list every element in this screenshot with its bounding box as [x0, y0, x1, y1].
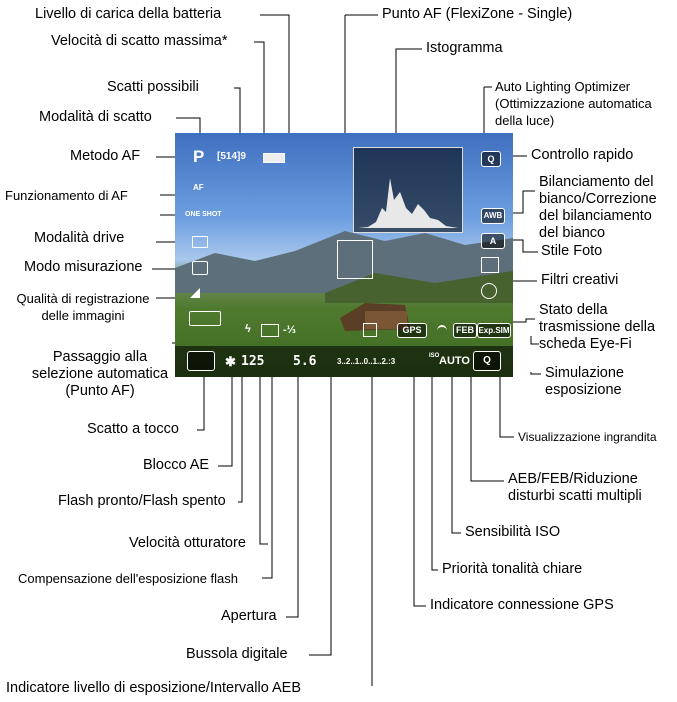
label-wb-line1: Bilanciamento del	[539, 174, 654, 190]
histogram-graph	[358, 178, 458, 228]
label-picture-style: Stile Foto	[541, 243, 603, 259]
label-af-method: Metodo AF	[70, 148, 141, 164]
shutter-speed-value: 125	[241, 354, 265, 369]
gps-indicator: GPS	[397, 323, 427, 338]
af-operation-indicator: ONE SHOT	[185, 211, 222, 218]
touch-shutter-button[interactable]	[187, 351, 215, 371]
label-touch-shutter: Scatto a tocco	[87, 421, 179, 437]
label-flash-comp: Compensazione dell'esposizione flash	[18, 571, 239, 586]
label-eyefi-line3: scheda Eye-Fi	[539, 336, 632, 352]
label-flash-ready: Flash pronto/Flash spento	[58, 493, 226, 509]
label-exposure-level: Indicatore livello di esposizione/Interv…	[6, 680, 301, 696]
label-af-switch: Passaggio alla selezione automatica (Pun…	[20, 349, 180, 400]
label-exp-sim-line2: esposizione	[545, 382, 622, 398]
label-white-balance: Bilanciamento del bianco/Correzione del …	[539, 174, 657, 242]
label-creative-filters: Filtri creativi	[541, 272, 619, 288]
af-auto-switch-icon[interactable]	[189, 311, 221, 326]
label-exposure-sim: Simulazione esposizione	[545, 365, 624, 399]
battery-icon	[263, 153, 285, 163]
label-af-switch-line2: selezione automatica	[31, 366, 169, 382]
label-exp-sim-line1: Simulazione	[545, 365, 624, 381]
label-metering: Modo misurazione	[24, 259, 143, 275]
ae-lock-indicator: ✱	[225, 354, 236, 369]
label-shutter-speed: Velocità otturatore	[129, 535, 246, 551]
label-eyefi-line1: Stato della	[539, 302, 608, 318]
label-zoom-view: Visualizzazione ingrandita	[518, 430, 657, 444]
eyefi-status-icon	[437, 325, 447, 337]
label-aeb: AEB/FEB/Riduzione disturbi scatti multip…	[508, 471, 642, 505]
exposure-level-scale: 3..2..1..0..1..2.:3	[337, 357, 396, 366]
label-af-switch-line1: Passaggio alla	[52, 349, 148, 365]
label-ae-lock: Blocco AE	[143, 457, 210, 473]
label-quality-line1: Qualità di registrazione	[16, 291, 150, 306]
flash-ready-icon: ϟ	[245, 323, 251, 335]
shooting-mode-indicator: P	[193, 147, 205, 166]
image-quality-icon	[190, 288, 200, 298]
bottom-bar	[175, 346, 513, 377]
picture-style-indicator[interactable]: A	[481, 233, 505, 249]
label-af-switch-line3: (Punto AF)	[65, 383, 135, 399]
label-aeb-line2: disturbi scatti multipli	[508, 488, 642, 504]
exposure-simulation-indicator: Exp.SIM	[477, 323, 511, 338]
label-eyefi-line2: trasmissione della	[539, 319, 656, 335]
metering-mode-icon	[192, 261, 208, 275]
landscape-image	[175, 231, 513, 331]
label-aeb-line1: AEB/FEB/Riduzione	[508, 471, 638, 487]
label-battery: Livello di carica della batteria	[35, 6, 222, 22]
label-drive-mode: Modalità drive	[34, 230, 125, 246]
auto-lighting-optimizer-icon	[481, 257, 499, 273]
label-eyefi: Stato della trasmissione della scheda Ey…	[539, 302, 655, 353]
label-wb-line4: del bianco	[539, 225, 606, 241]
label-quality: Qualità di registrazione delle immagini	[8, 290, 158, 324]
label-quick-control: Controllo rapido	[531, 147, 634, 163]
label-iso: Sensibilità ISO	[465, 524, 561, 540]
live-view-screen: P [514]9 AF ONE SHOT Q AWB A Exp.SIM FEB…	[175, 133, 513, 377]
label-histogram: Istogramma	[426, 40, 503, 56]
feb-indicator: FEB	[453, 323, 477, 338]
af-method-icon: AF	[193, 183, 204, 192]
white-balance-indicator[interactable]: AWB	[481, 208, 505, 224]
flash-comp-value: -⅓	[283, 324, 296, 336]
shots-remaining: [514]9	[217, 151, 246, 162]
label-max-burst: Velocità di scatto massima*	[51, 33, 228, 49]
label-highlight-tone: Priorità tonalità chiare	[442, 561, 583, 577]
creative-filters-icon[interactable]	[481, 283, 497, 299]
label-aperture: Apertura	[221, 608, 277, 624]
label-af-point: Punto AF (FlexiZone - Single)	[382, 6, 573, 22]
label-wb-line2: bianco/Correzione	[539, 191, 657, 207]
label-alo: Auto Lighting Optimizer (Ottimizzazione …	[495, 78, 652, 129]
drive-mode-icon	[192, 236, 208, 248]
label-quality-line2: delle immagini	[41, 308, 125, 323]
label-compass: Bussola digitale	[186, 646, 288, 662]
label-shots: Scatti possibili	[107, 79, 199, 95]
quick-control-button[interactable]: Q	[481, 151, 501, 167]
zoom-view-button[interactable]: Q	[473, 351, 501, 371]
iso-value: AUTO	[439, 355, 470, 367]
label-af-operation: Funzionamento di AF	[5, 188, 128, 203]
digital-compass-icon	[363, 323, 377, 337]
af-point-frame[interactable]	[337, 240, 373, 279]
label-alo-line2: (Ottimizzazione automatica	[495, 96, 652, 111]
histogram-panel	[353, 147, 463, 233]
label-gps: Indicatore connessione GPS	[430, 597, 614, 613]
flash-comp-icon	[261, 324, 279, 337]
label-shoot-mode: Modalità di scatto	[39, 109, 152, 125]
aperture-value: 5.6	[293, 354, 317, 369]
label-alo-line3: della luce)	[495, 113, 555, 128]
label-alo-line1: Auto Lighting Optimizer	[495, 79, 631, 94]
label-wb-line3: del bilanciamento	[539, 208, 652, 224]
iso-prefix: ISO	[429, 353, 440, 359]
